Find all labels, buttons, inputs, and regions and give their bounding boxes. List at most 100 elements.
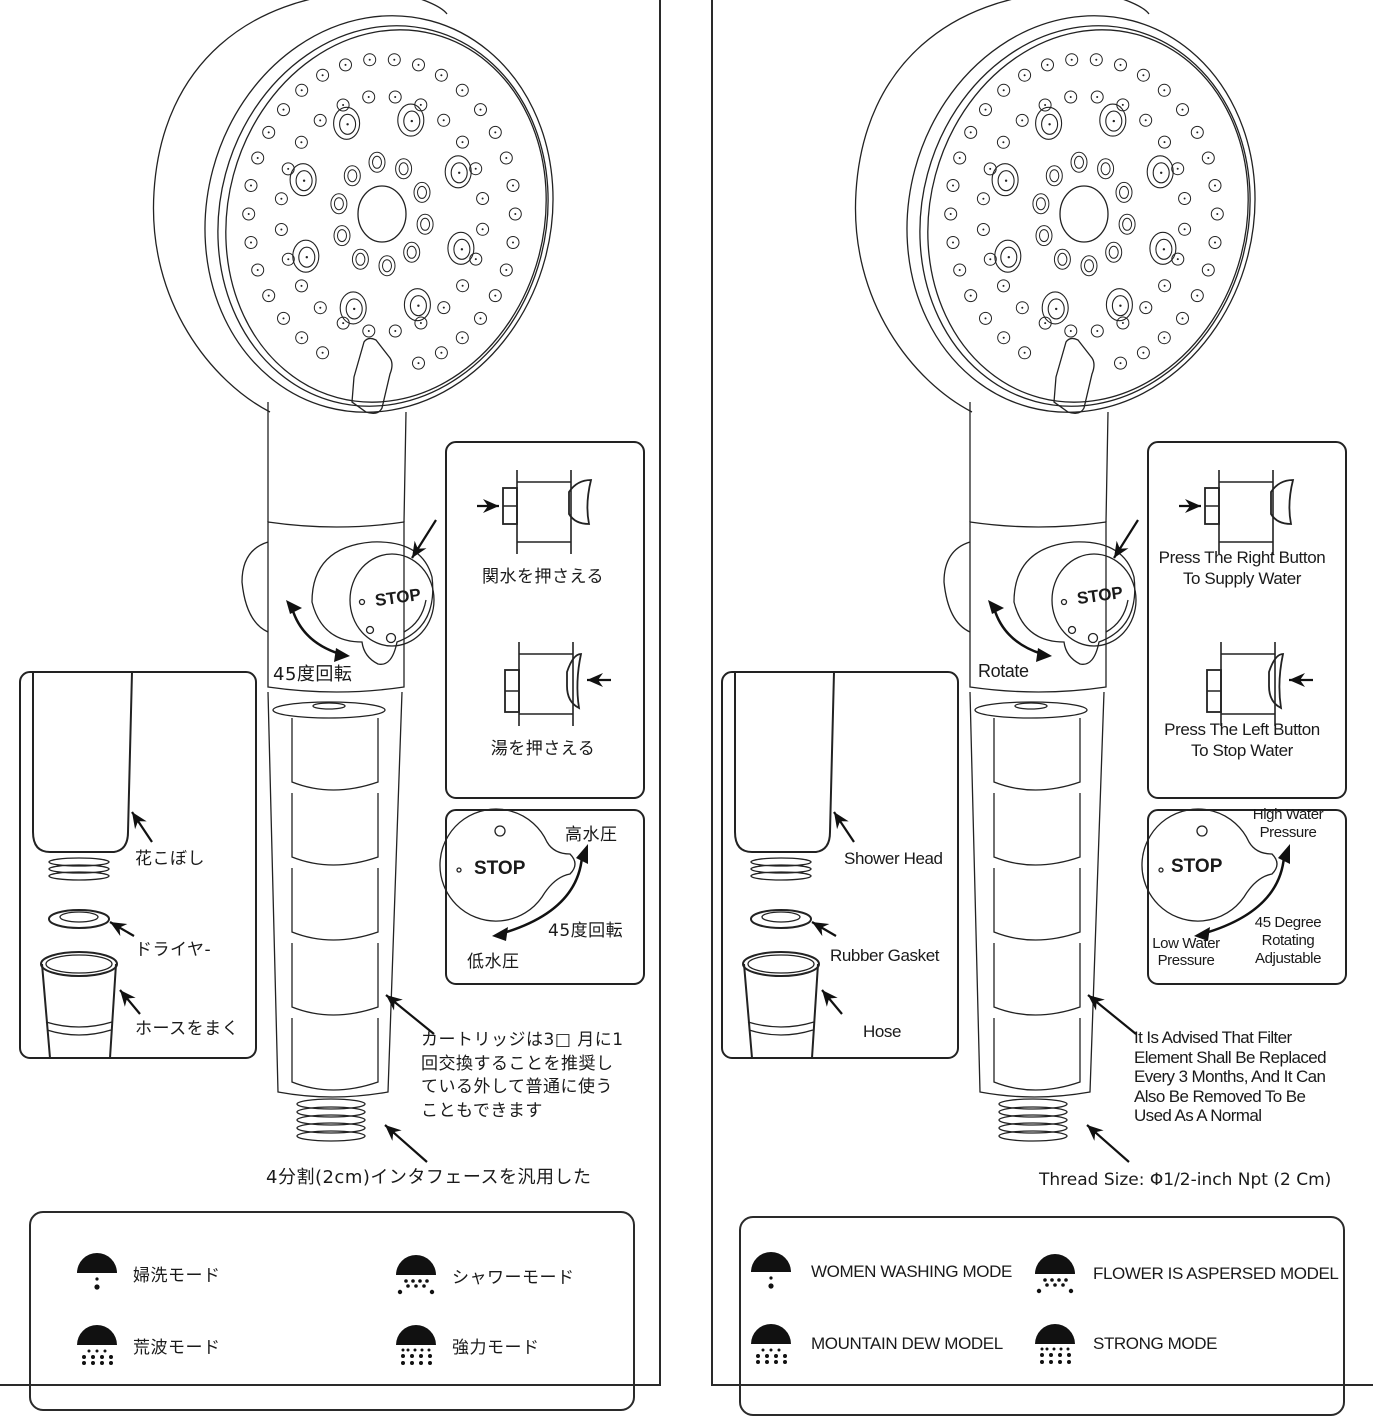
inner-jet-ring — [1049, 169, 1060, 183]
nozzle-dot — [1176, 167, 1179, 170]
inner-jet — [1118, 213, 1136, 235]
jet-dot — [302, 179, 306, 182]
water-drop — [761, 1348, 765, 1352]
mode-label: MOUNTAIN DEW MODEL — [811, 1334, 1003, 1353]
nozzle-dot — [440, 74, 443, 77]
label-line: High Water — [1252, 806, 1324, 823]
arrowhead — [334, 648, 350, 662]
nozzle-dot — [280, 197, 283, 200]
valve-diagram-body — [1220, 642, 1276, 726]
nozzle-dot — [1207, 157, 1210, 159]
nozzle-dot — [952, 184, 954, 187]
nozzle-dot — [1183, 228, 1186, 231]
inner-jet — [413, 181, 431, 203]
nozzle-dot — [282, 108, 285, 111]
mode-label: 婦洗モード — [133, 1265, 221, 1286]
nozzle-dot — [367, 330, 370, 332]
water-drop — [427, 1348, 431, 1352]
mode-lever — [351, 337, 393, 414]
arrowhead — [385, 1125, 402, 1141]
valve-right-button — [1270, 479, 1295, 525]
nozzle-dot — [952, 241, 954, 244]
water-drop — [95, 1349, 99, 1353]
nozzle — [1176, 103, 1189, 117]
dial-hole — [1196, 825, 1208, 837]
arrowhead — [386, 995, 403, 1011]
arrowhead — [587, 673, 603, 687]
nozzle-dot — [319, 119, 322, 122]
nozzle-dot — [1216, 213, 1219, 215]
press-left-button-label: Press The Left Button To Stop Water — [1141, 719, 1343, 761]
shower-illustration — [19, 0, 645, 1163]
nozzle-dot — [419, 322, 422, 324]
jet-nozzle-inner — [1041, 113, 1059, 135]
nozzle — [946, 179, 960, 192]
inner-jet — [330, 193, 348, 215]
knob-hole — [1087, 632, 1099, 644]
valve-knob-face — [1051, 553, 1137, 647]
nozzle-dot — [479, 317, 482, 320]
jet-nozzle — [447, 231, 475, 265]
mode-label: 荒波モード — [133, 1337, 221, 1358]
water-drop — [410, 1354, 414, 1358]
mode-label: WOMEN WASHING MODE — [811, 1262, 1012, 1281]
nozzle-dot — [989, 167, 992, 170]
jet-nozzle — [1146, 155, 1174, 189]
nozzle-dot — [1070, 58, 1073, 61]
pressure-instruction-box — [445, 809, 645, 985]
nozzle — [251, 263, 265, 277]
nozzle-dot — [1176, 258, 1179, 261]
nozzle-dot — [287, 167, 290, 170]
nozzle-dot — [368, 58, 371, 61]
jet-nozzle — [403, 288, 431, 322]
nozzle-dot — [282, 317, 285, 320]
assembly-box — [19, 671, 257, 1059]
nozzle — [979, 311, 992, 325]
water-drop — [428, 1354, 432, 1358]
label-line: Pressure — [1259, 824, 1317, 841]
inner-jet-ring — [417, 185, 427, 199]
nozzle — [469, 162, 483, 176]
nozzle-dot — [1002, 89, 1005, 92]
nozzle-dot — [474, 167, 477, 170]
inner-jet — [1053, 248, 1071, 270]
nozzle — [1038, 98, 1052, 112]
inner-jet — [351, 248, 369, 270]
nozzle-dot — [1069, 96, 1072, 98]
rotation-45-label: 45度回転 — [548, 921, 624, 941]
nozzle-dot — [958, 157, 961, 159]
nozzle-dot — [1002, 336, 1005, 339]
nozzle — [996, 135, 1010, 149]
nozzle — [979, 103, 992, 117]
jet-nozzle-inner — [1111, 295, 1129, 317]
filter-housing — [969, 691, 1105, 1098]
arrowhead — [822, 990, 838, 1007]
jet-dot — [1112, 119, 1115, 123]
inner-jet — [333, 225, 351, 247]
mode-item: 強力モード — [394, 1323, 540, 1367]
thread-ring — [998, 1122, 1068, 1134]
jet-dot — [458, 171, 461, 174]
nozzle-dot — [481, 228, 484, 231]
nozzle-dot — [1214, 184, 1216, 187]
nozzle — [244, 236, 258, 249]
nozzle — [1015, 113, 1029, 127]
nozzle — [944, 207, 958, 221]
nozzle-dot — [1163, 336, 1166, 339]
nozzle — [1064, 324, 1078, 338]
shower-mode-icon — [396, 1255, 436, 1295]
nozzle — [964, 125, 978, 139]
nozzle — [488, 125, 502, 139]
filter-note-line: Used As A Normal — [1134, 1106, 1262, 1125]
water-drop — [94, 1284, 100, 1290]
inner-jet — [416, 213, 434, 235]
knob-rotate-mark — [403, 599, 427, 633]
arrowhead — [1278, 844, 1290, 864]
nozzle — [294, 135, 308, 149]
filter-segment — [291, 868, 379, 941]
nozzle-dot — [344, 63, 347, 66]
mode-item: シャワーモード — [394, 1253, 575, 1297]
nozzle — [1139, 301, 1153, 315]
nozzle-dot — [1142, 351, 1145, 354]
inner-jet-ring — [1119, 185, 1129, 199]
